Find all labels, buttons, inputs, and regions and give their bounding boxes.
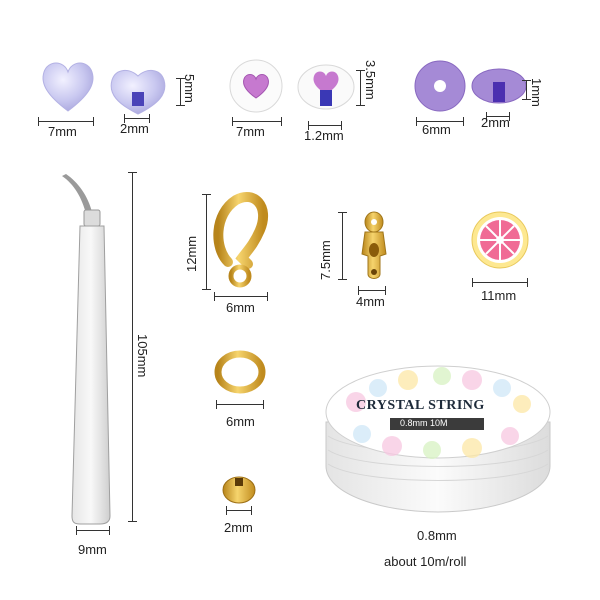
tweezers-image xyxy=(62,174,111,525)
crystal-string-length-label: about 10m/roll xyxy=(384,554,467,569)
crystal-string-spec: 0.8mm 10M xyxy=(400,418,448,428)
spacer-bead-width-label: 2mm xyxy=(224,520,253,535)
crystal-string-brand: CRYSTAL STRING xyxy=(356,398,485,413)
letter-bead-front-image xyxy=(229,59,283,113)
clay-bead-side-image xyxy=(471,68,527,104)
bead-tip-height-label: 7.5mm xyxy=(318,240,333,280)
lobster-clasp-image xyxy=(213,192,269,288)
letter-bead-hole-label: 1.2mm xyxy=(304,128,344,143)
heart-bead-front-image xyxy=(42,62,94,112)
heart-bead-width-label: 7mm xyxy=(48,124,77,139)
lobster-clasp-width-label: 6mm xyxy=(226,300,255,315)
bead-tip-image xyxy=(361,211,387,279)
jump-ring-image xyxy=(214,350,266,394)
letter-bead-side-image xyxy=(297,64,355,110)
crystal-string-spool-image xyxy=(325,365,551,513)
lobster-clasp-height-label: 12mm xyxy=(184,235,199,272)
heart-bead-hole-label: 2mm xyxy=(120,121,149,136)
clay-bead-hole-label: 2mm xyxy=(481,115,510,130)
tweezers-length-label: 105mm xyxy=(135,334,150,378)
letter-bead-width-label: 7mm xyxy=(236,124,265,139)
crystal-string-diameter-label: 0.8mm xyxy=(417,528,457,543)
clay-bead-thickness-label: 1mm xyxy=(529,78,544,107)
bead-tip-width-label: 4mm xyxy=(356,294,385,309)
tweezers-width-label: 9mm xyxy=(78,542,107,557)
jump-ring-width-label: 6mm xyxy=(226,414,255,429)
spacer-bead-image xyxy=(222,476,256,504)
heart-bead-side-image xyxy=(110,70,166,115)
clay-bead-front-image xyxy=(414,60,466,112)
letter-bead-thickness-label: 3.5mm xyxy=(363,60,378,100)
fruit-slice-image xyxy=(471,211,529,269)
heart-bead-thickness-label: 5mm xyxy=(182,74,197,103)
clay-bead-width-label: 6mm xyxy=(422,122,451,137)
fruit-slice-width-label: 11mm xyxy=(481,288,517,303)
